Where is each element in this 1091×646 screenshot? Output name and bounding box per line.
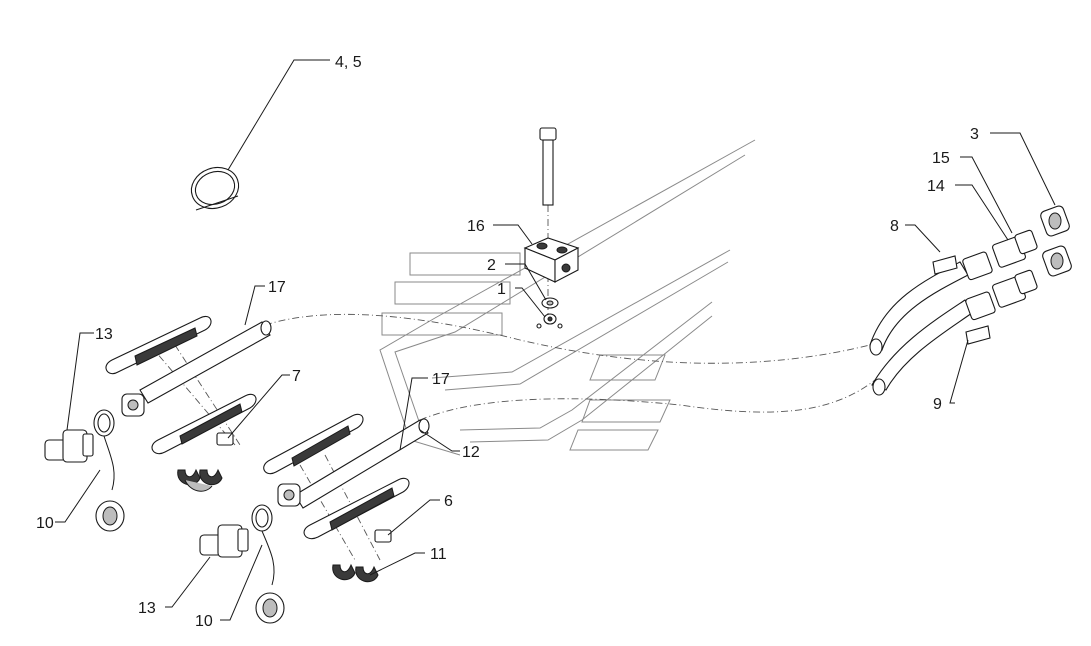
valve-block-icon[interactable]: [523, 237, 580, 283]
quick-coupler-icon[interactable]: [44, 429, 94, 463]
callout-6: 6: [444, 493, 453, 510]
callout-7: 7: [292, 368, 301, 385]
bolt-icon[interactable]: [539, 127, 557, 206]
hose-guard-icon[interactable]: [105, 316, 212, 375]
callout-8: 8: [890, 218, 899, 235]
dust-cap-icon[interactable]: [251, 504, 285, 624]
nut-icon[interactable]: [1039, 205, 1072, 278]
callout-17-lower: 17: [432, 371, 450, 388]
callout-2: 2: [487, 257, 496, 274]
hose-guard-icon[interactable]: [263, 413, 364, 475]
cable-tie-icon[interactable]: [186, 161, 245, 215]
callout-13-upper: 13: [95, 326, 113, 343]
washer-icon[interactable]: [536, 297, 563, 329]
callout-16: 16: [467, 218, 485, 235]
hose-icon[interactable]: [277, 418, 430, 509]
leader-lines: [55, 59, 1056, 621]
quick-coupler-icon[interactable]: [199, 524, 249, 558]
hose-icon[interactable]: [869, 261, 973, 396]
callout-labels: 4, 5 3 15 14 8 16 2 1 17 13 7 17 12 9 6 …: [36, 54, 979, 630]
routing-line-lower: [419, 379, 876, 421]
callout-10-lower: 10: [195, 613, 213, 630]
hose-guard-icon[interactable]: [151, 393, 257, 455]
callout-1: 1: [497, 281, 506, 298]
routing-line-upper: [264, 313, 871, 364]
dust-cap-icon[interactable]: [93, 409, 125, 532]
plug-icon[interactable]: [374, 529, 392, 543]
callout-10-upper: 10: [36, 515, 54, 532]
plug-icon[interactable]: [216, 432, 234, 446]
callout-12: 12: [462, 444, 480, 461]
callout-13-lower: 13: [138, 600, 156, 617]
callout-11: 11: [430, 546, 447, 563]
callout-14: 14: [927, 178, 945, 195]
watermark-logo: [379, 139, 756, 456]
sticker-icon[interactable]: [932, 255, 991, 345]
hose-guard-icon[interactable]: [303, 477, 410, 540]
callout-4-5: 4, 5: [335, 54, 362, 71]
clamp-icon[interactable]: [177, 468, 223, 492]
callout-15: 15: [932, 150, 950, 167]
callout-17-upper: 17: [268, 279, 286, 296]
hose-fitting-icon[interactable]: [962, 229, 1038, 321]
clamp-icon[interactable]: [332, 563, 379, 583]
callout-9: 9: [933, 396, 942, 413]
hose-icon[interactable]: [121, 320, 272, 417]
callout-3: 3: [970, 126, 979, 143]
